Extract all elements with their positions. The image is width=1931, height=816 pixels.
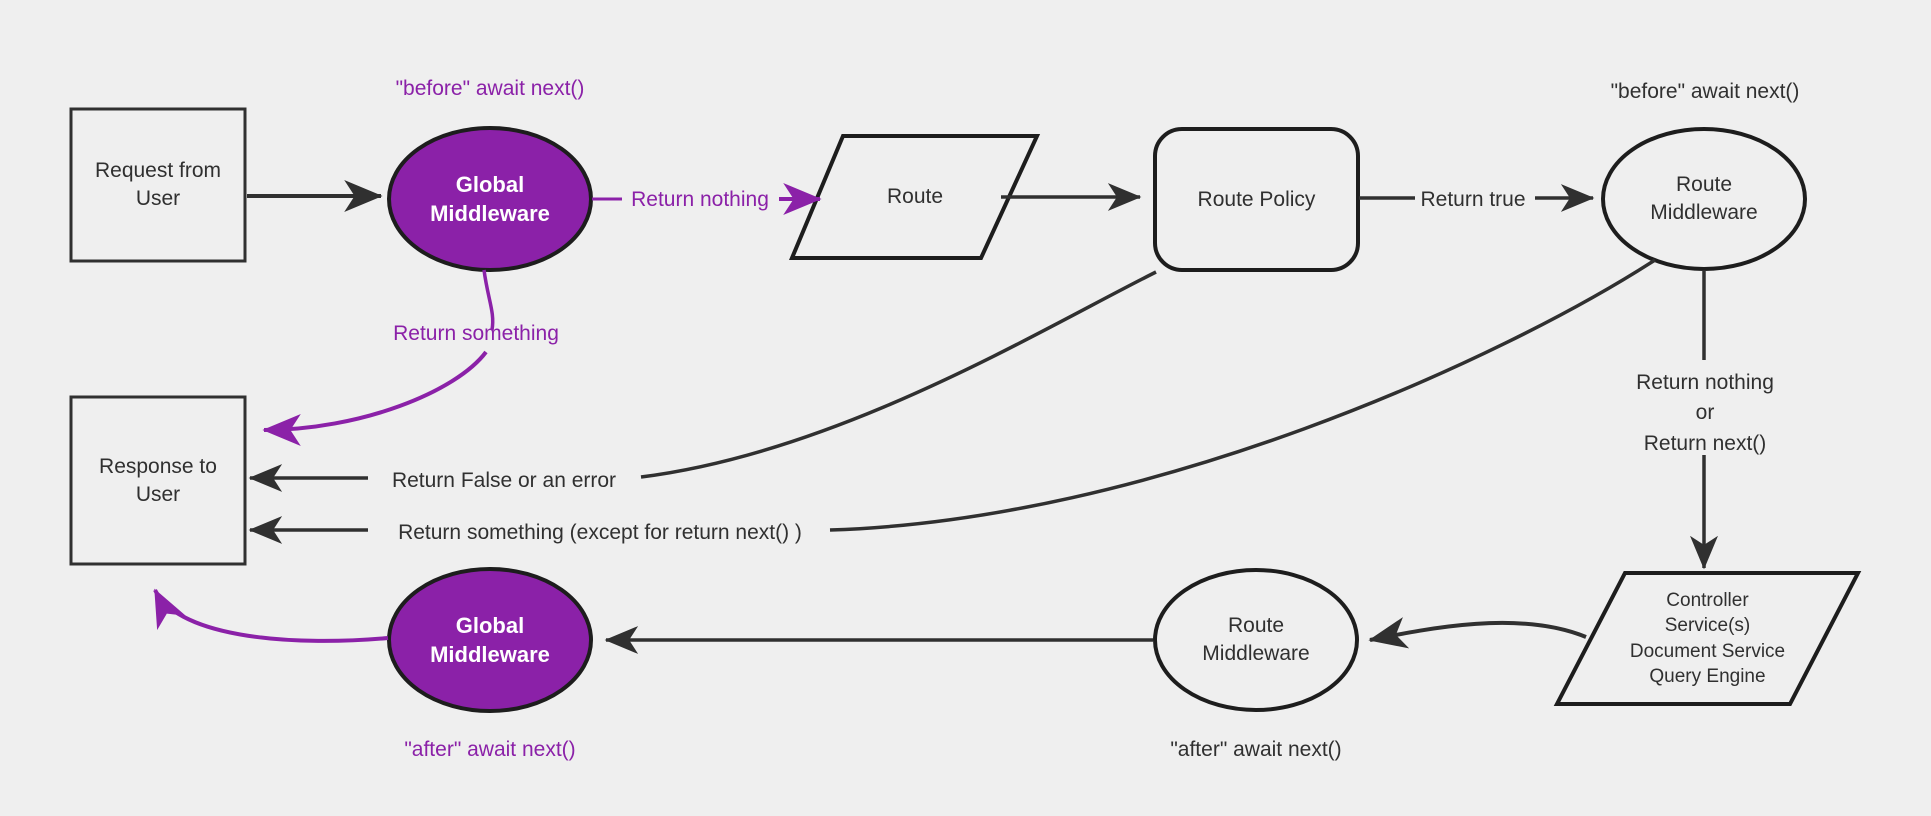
- edge-label-return-true: Return true: [1420, 188, 1526, 211]
- annotation-before-await-next-global: "before" await next(): [395, 77, 585, 100]
- return-nothing-or-next-line1: Return nothing: [1636, 371, 1774, 394]
- edge-label-return-nothing: Return nothing: [631, 188, 769, 211]
- node-controller-services[interactable]: [1553, 571, 1862, 706]
- edge-route-policy-to-response: [640, 270, 1157, 479]
- edge-label-return-false-or-error: Return False or an error: [391, 469, 617, 492]
- edge-route-middleware-to-response: [829, 258, 1656, 532]
- edge-global-middleware-to-response: [482, 269, 495, 331]
- node-route-middleware-before[interactable]: [1601, 127, 1807, 271]
- return-nothing-or-next-line3: Return next(): [1643, 431, 1767, 455]
- node-route-middleware-after[interactable]: [1153, 568, 1359, 712]
- edge-label-return-nothing-or-next: Return nothing or Return next(): [1636, 368, 1774, 459]
- return-nothing-or-next-line2: or: [1695, 401, 1715, 425]
- annotation-after-await-next-global: "after" await next(): [404, 738, 576, 761]
- node-global-middleware-before[interactable]: [387, 126, 593, 272]
- node-route[interactable]: [788, 134, 1041, 260]
- node-response-to-user[interactable]: [69, 395, 247, 566]
- annotation-after-await-next-route: "after" await next(): [1170, 738, 1342, 761]
- edge-controller-to-route-middleware-after: [1368, 617, 1587, 649]
- edge-label-return-something: Return something: [393, 322, 559, 345]
- edge-label-return-something-except: Return something (except for return next…: [398, 521, 802, 544]
- node-route-policy[interactable]: [1153, 127, 1360, 272]
- node-request-from-user[interactable]: [69, 107, 247, 263]
- annotation-before-await-next-route: "before" await next(): [1610, 80, 1800, 103]
- edge-global-middleware-to-response-curve: [262, 350, 488, 446]
- edge-global-middleware-after-to-response: [153, 588, 389, 643]
- node-global-middleware-after[interactable]: [387, 567, 593, 713]
